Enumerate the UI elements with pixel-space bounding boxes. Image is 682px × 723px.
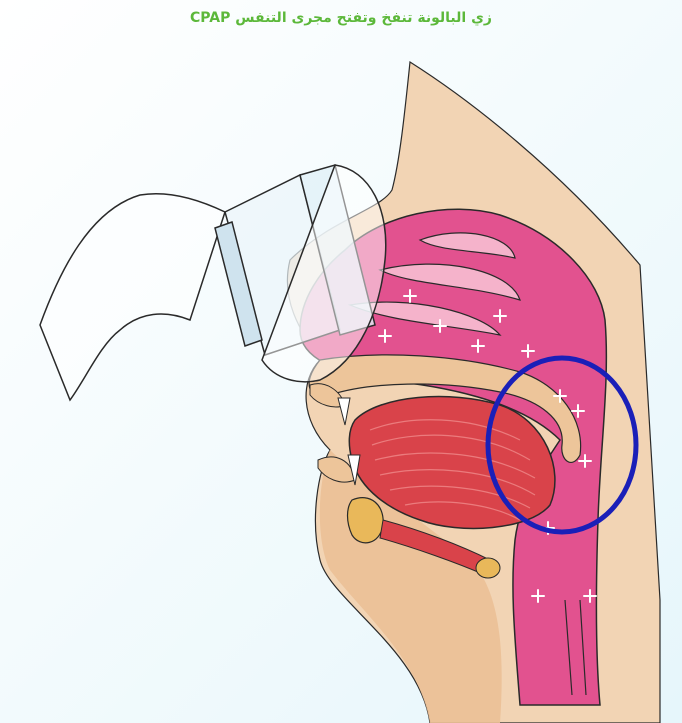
hyoid-bone (476, 558, 500, 578)
cpap-mask-icon (40, 165, 386, 400)
mandible (348, 498, 384, 543)
cpap-hose (40, 194, 225, 400)
